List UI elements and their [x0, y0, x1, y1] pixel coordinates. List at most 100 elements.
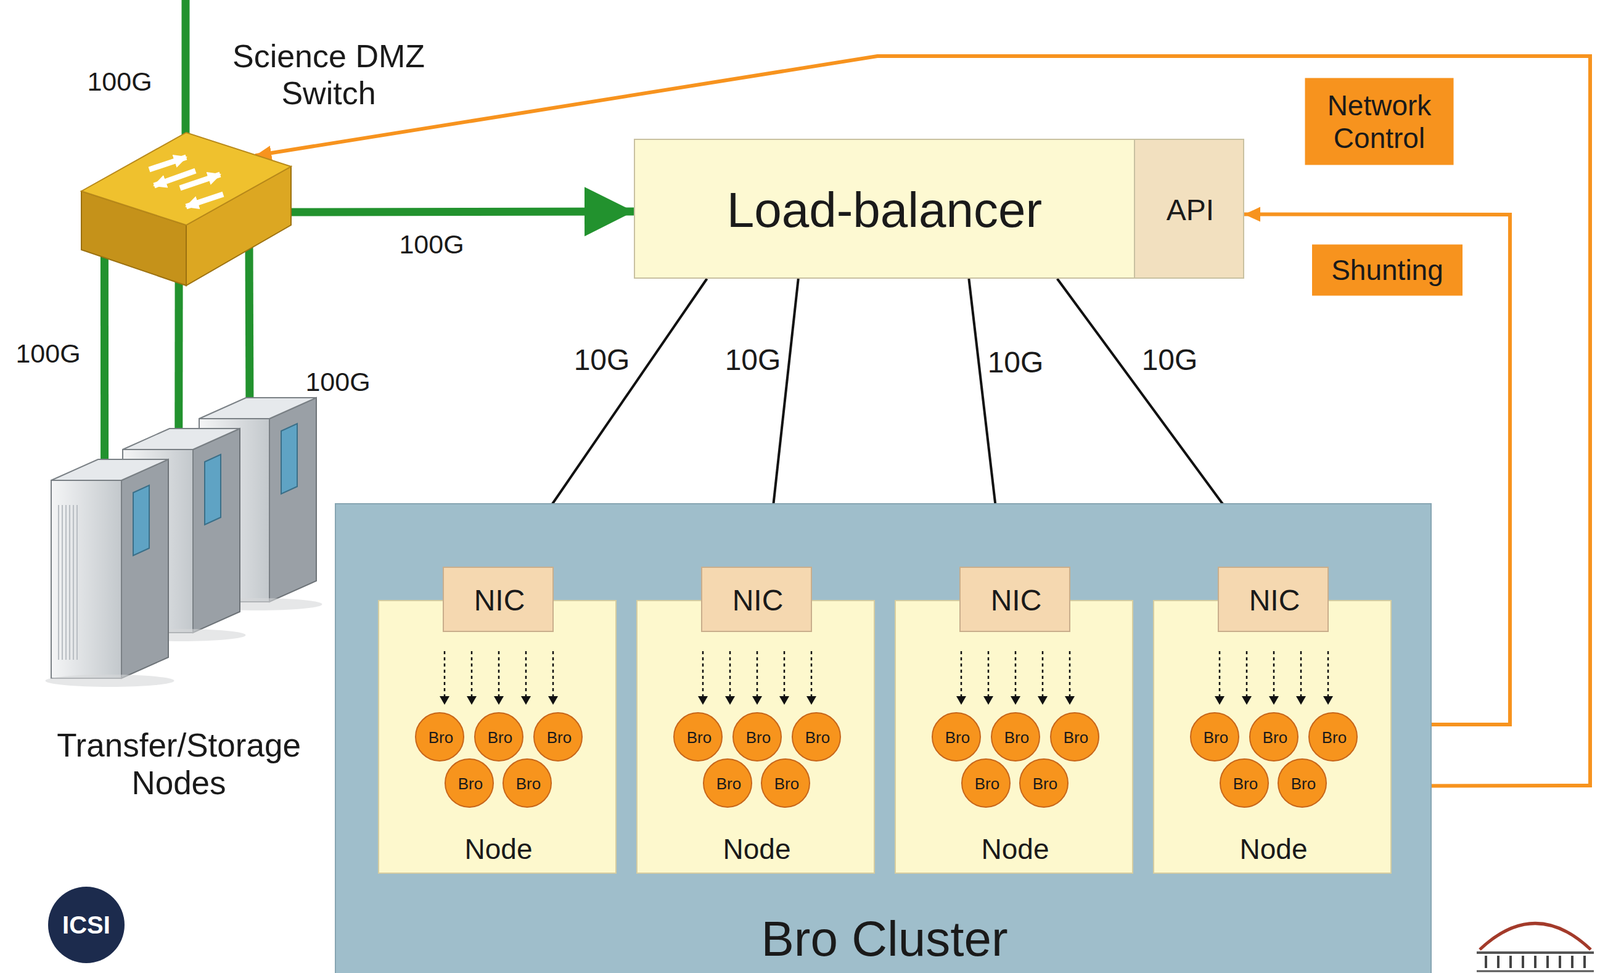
node-label: Bro: [487, 728, 513, 748]
node-label: Bro: [1004, 728, 1030, 748]
link-speed-label: 10G: [1141, 342, 1198, 377]
bro-worker-circle: Bro: [961, 758, 1011, 808]
uplink-wire: [181, 0, 190, 148]
text-region: Bro: [1191, 713, 1241, 763]
server-side: [269, 397, 317, 602]
node-label: Bro: [974, 775, 1000, 794]
node-box: NodeNICBroBroBroBroBro: [1152, 599, 1392, 874]
text-region: Bro: [1309, 713, 1359, 763]
switch-icon: [81, 132, 292, 286]
node-label: Bro: [686, 728, 712, 748]
bro-worker-circle: Bro: [474, 712, 524, 762]
text-region: Bro: [1278, 759, 1329, 809]
text-region: NIC: [443, 567, 555, 634]
server-side: [192, 428, 240, 633]
node-label: API: [1166, 192, 1215, 227]
bro-worker-circle: Bro: [1308, 712, 1358, 762]
dotted-arrow: [498, 651, 501, 698]
text-region: Bro: [475, 713, 525, 763]
node-label: Bro: [716, 775, 742, 794]
dotted-arrowhead: [983, 696, 994, 705]
node-label: Node: [723, 832, 792, 866]
text-region: Transfer/Storage Nodes: [30, 724, 327, 805]
text-region: Bro: [1051, 713, 1101, 763]
dotted-arrow: [783, 651, 786, 698]
server-window: [281, 423, 298, 494]
text-region: Bro: [762, 759, 812, 809]
node-label: Bro: [428, 728, 454, 748]
dotted-arrowhead: [1296, 696, 1306, 705]
node-label: Science DMZ Switch: [223, 38, 434, 113]
bro-worker-circle: Bro: [673, 712, 723, 762]
dotted-arrowhead: [779, 696, 790, 705]
dotted-arrowhead: [1214, 696, 1225, 705]
bro-worker-circle: Bro: [1219, 758, 1269, 808]
dotted-arrowhead: [493, 696, 504, 705]
nic-box: NIC: [959, 566, 1071, 632]
node-label: Bro: [1203, 728, 1229, 748]
dotted-arrowhead: [806, 696, 817, 705]
dotted-arrowhead: [521, 696, 531, 705]
bro-worker-circle: Bro: [1277, 758, 1327, 808]
link-speed-label: 100G: [305, 366, 370, 398]
dotted-arrow: [1069, 651, 1071, 698]
switch-arrow: [186, 194, 224, 207]
node-label: Bro: [1032, 775, 1058, 794]
bro-worker-circle: Bro: [502, 758, 552, 808]
network-link: [100, 247, 109, 465]
dotted-arrow: [987, 651, 990, 698]
text-region: NIC: [1218, 567, 1330, 634]
node-label: Bro Cluster: [760, 910, 1008, 968]
text-region: Bro: [932, 713, 983, 763]
link-speed-label: 100G: [15, 338, 81, 369]
server-top: [51, 459, 169, 481]
dotted-arrowhead: [1241, 696, 1252, 705]
node-label: NIC: [1249, 583, 1301, 618]
node-box: NodeNICBroBroBroBroBro: [894, 599, 1134, 874]
link-speed-label: 100G: [86, 66, 152, 97]
link-speed-label: 10G: [987, 345, 1044, 380]
dotted-arrow: [525, 651, 528, 698]
network-switch: Science DMZ Switch: [81, 132, 292, 286]
server-group: Transfer/Storage Nodes: [4, 397, 317, 679]
node-label: Node: [981, 832, 1050, 866]
node-label: Bro: [774, 775, 800, 794]
dotted-arrowhead: [1268, 696, 1279, 705]
text-region: NIC: [960, 567, 1072, 634]
logo-text: ICSI: [62, 911, 111, 940]
dotted-arrow: [1300, 651, 1303, 698]
api-box: API: [1133, 138, 1245, 279]
nic-box: NIC: [1217, 566, 1329, 632]
node-label: Bro: [945, 728, 970, 748]
server-top: [199, 397, 317, 419]
dotted-arrowhead: [1323, 696, 1334, 705]
nic-box: NIC: [442, 566, 554, 632]
server-icons: [4, 397, 317, 679]
bro-worker-circle: Bro: [444, 758, 494, 808]
text-region: Bro: [674, 713, 724, 763]
text-region: Bro: [992, 713, 1042, 763]
node-label: Transfer/Storage Nodes: [30, 726, 327, 803]
bro-worker-circle: Bro: [931, 712, 981, 762]
network-link: [245, 242, 255, 404]
text-region: Load-balancer: [635, 139, 1134, 280]
dotted-arrowhead: [548, 696, 558, 705]
dotted-arrowhead: [725, 696, 735, 705]
node-label: Bro: [1321, 728, 1347, 748]
text-region: Node: [637, 823, 877, 875]
bro-worker-circle: Bro: [990, 712, 1041, 762]
node-label: Bro: [1063, 728, 1089, 748]
link-speed-label: 100G: [398, 229, 464, 260]
server-window: [204, 454, 221, 525]
node-box: NodeNICBroBroBroBroBro: [636, 599, 875, 874]
bro-worker-circle: Bro: [1249, 712, 1299, 762]
building-logo: [1476, 923, 1594, 972]
server-vent: [65, 504, 67, 660]
server-shadow: [45, 674, 175, 687]
dotted-arrowhead: [956, 696, 967, 705]
dotted-arrow: [702, 651, 705, 698]
server-front: [51, 480, 122, 679]
server-top: [122, 428, 240, 450]
network-link: [174, 278, 183, 435]
